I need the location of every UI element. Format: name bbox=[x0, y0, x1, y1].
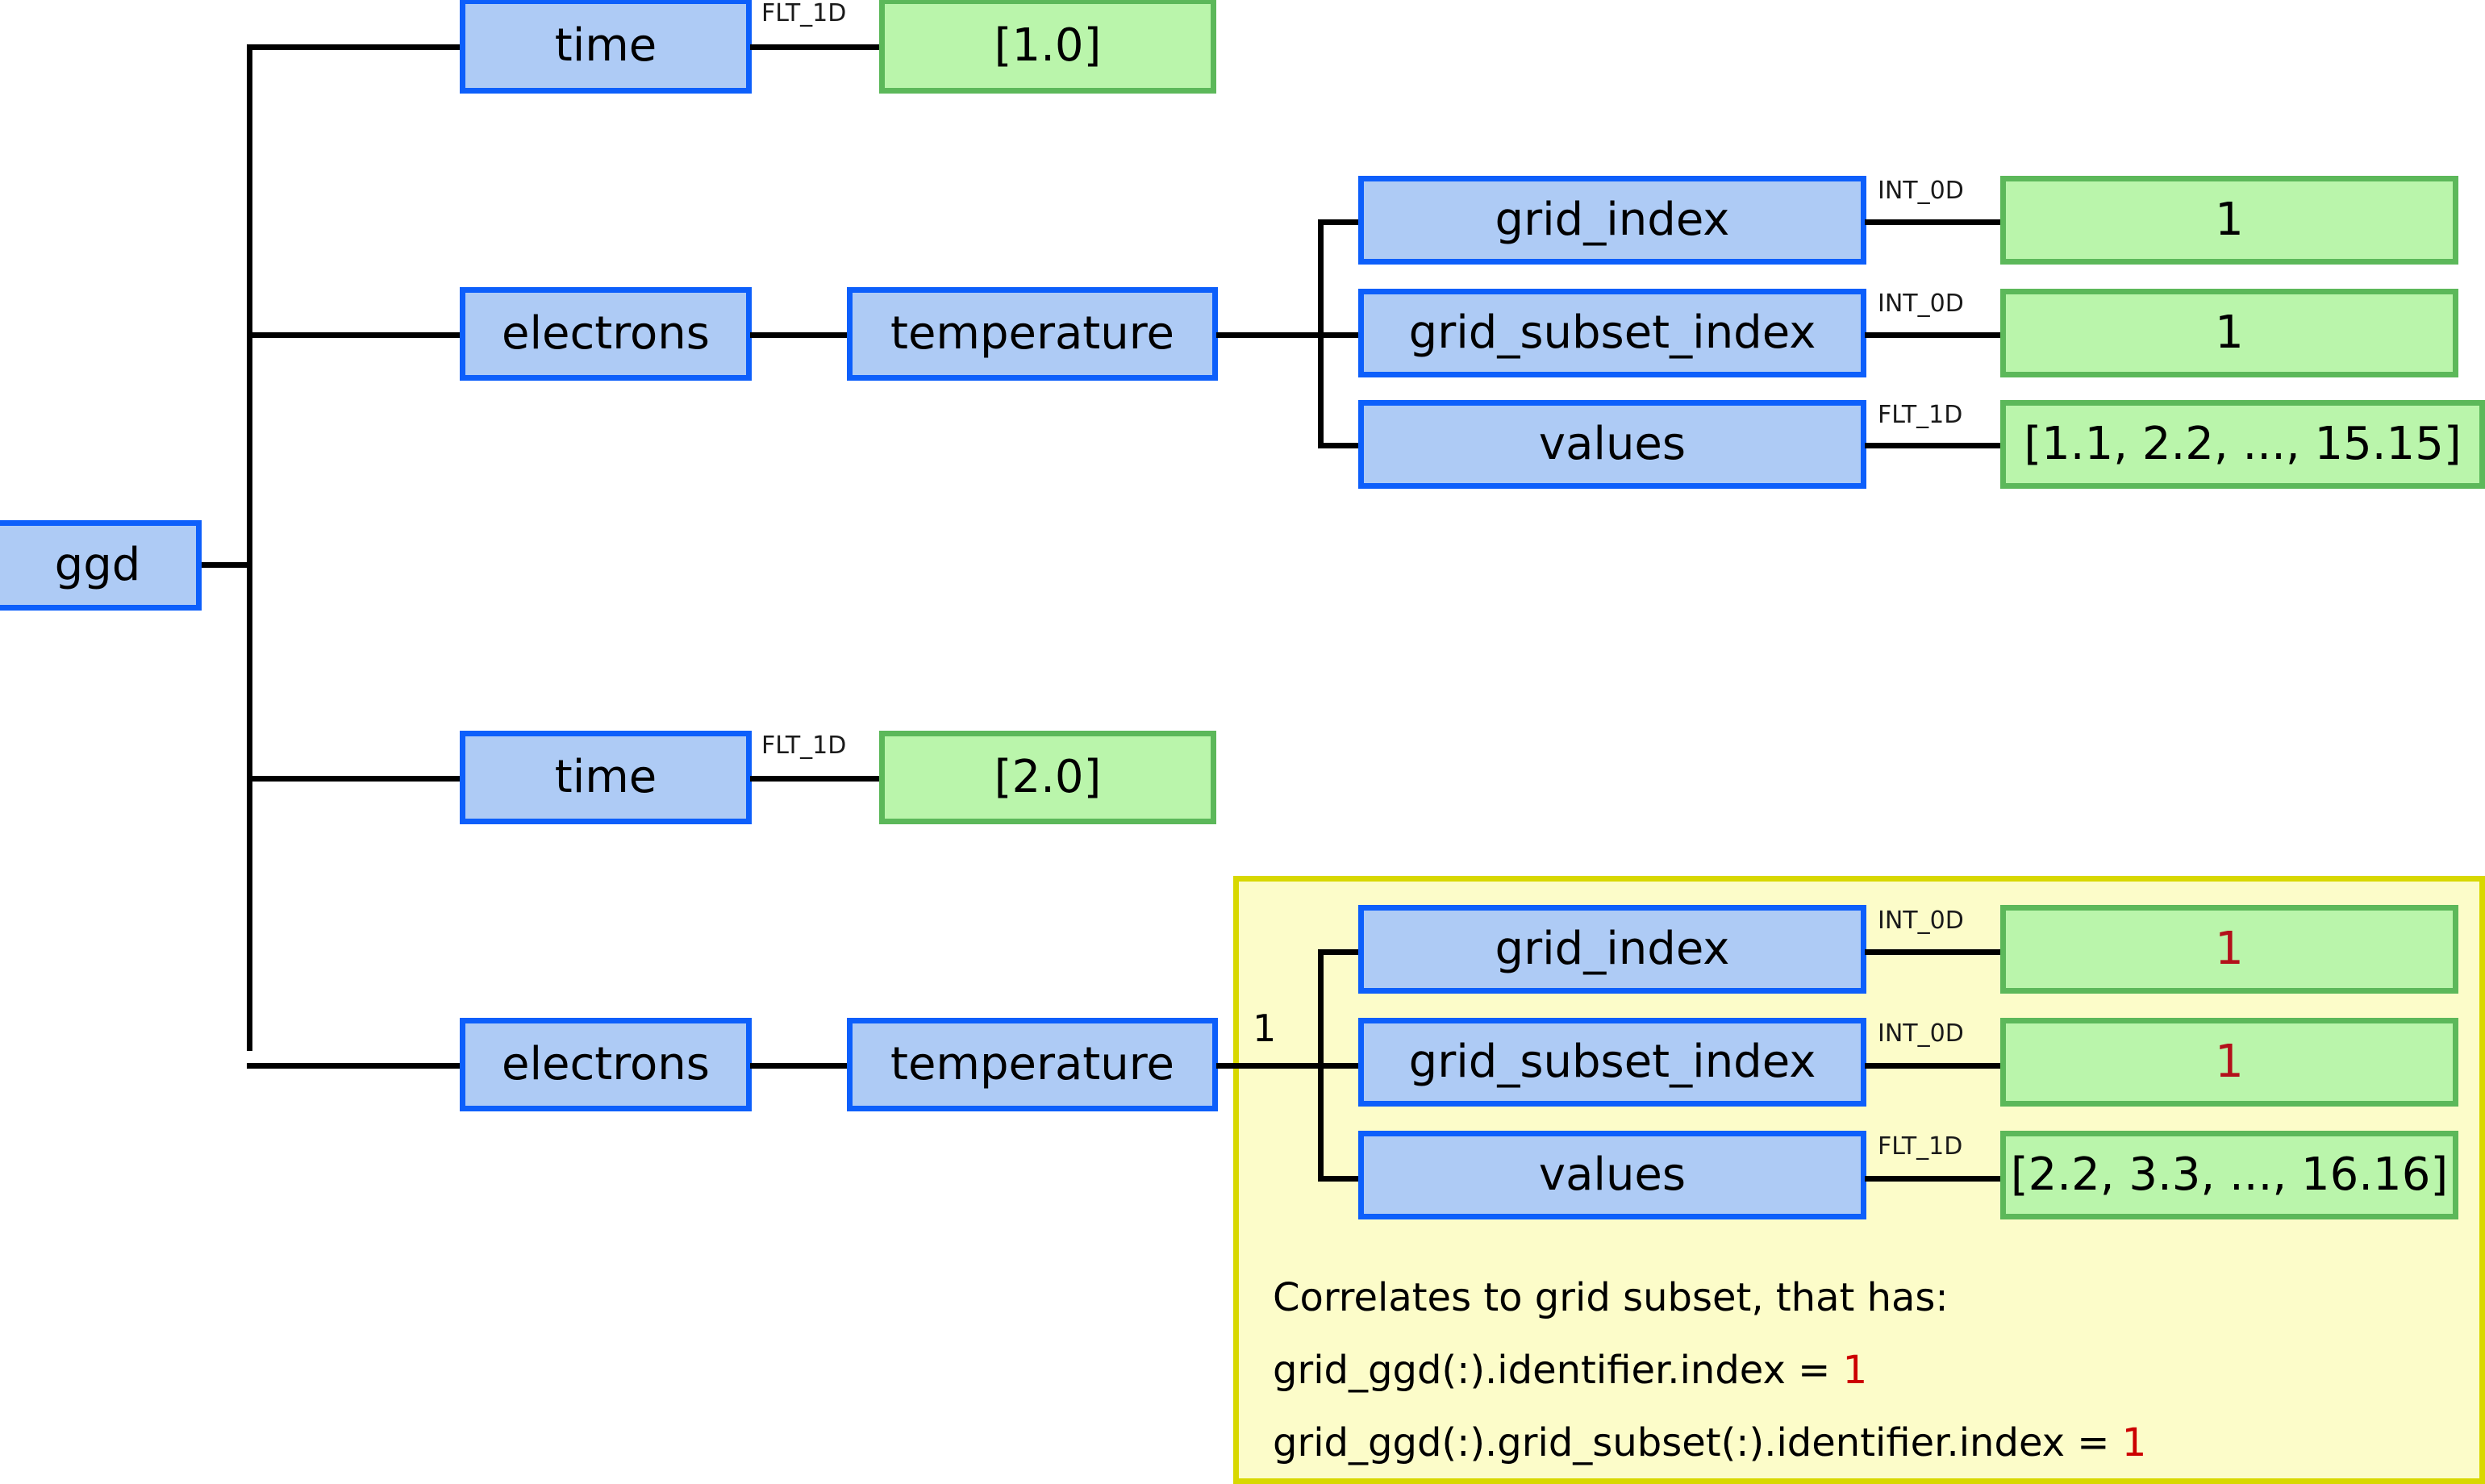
type-label-grid-index-1: INT_0D bbox=[1878, 177, 1964, 205]
node-time-1[interactable]: time bbox=[460, 0, 752, 94]
node-values-1-label: values bbox=[1538, 418, 1687, 470]
edge-electrons-1-to-temperature bbox=[750, 332, 847, 338]
edge-time-2-to-value bbox=[750, 776, 879, 782]
node-values-2-value[interactable]: [2.2, 3.3, ..., 16.16] bbox=[2000, 1131, 2458, 1219]
type-label-values-2: FLT_1D bbox=[1878, 1132, 1963, 1161]
node-grid-index-1-label: grid_index bbox=[1495, 194, 1730, 246]
type-label-time-2: FLT_1D bbox=[761, 732, 847, 760]
edge-root-to-electrons-2 bbox=[247, 1063, 463, 1069]
node-time-1-value[interactable]: [1.0] bbox=[879, 0, 1216, 94]
node-time-1-label: time bbox=[554, 19, 657, 72]
node-grid-index-1[interactable]: grid_index bbox=[1358, 176, 1866, 265]
note-line-3: grid_ggd(:).grid_subset(:).identifier.in… bbox=[1273, 1419, 2146, 1467]
edge-fields-1-to-values bbox=[1318, 443, 1358, 448]
node-time-2-label: time bbox=[554, 751, 657, 803]
edge-root-spine bbox=[247, 44, 252, 1051]
node-time-2-value[interactable]: [2.0] bbox=[879, 731, 1216, 824]
node-grid-index-1-value-text: 1 bbox=[2215, 194, 2244, 246]
edge-root-to-time-2 bbox=[247, 776, 463, 782]
node-time-2[interactable]: time bbox=[460, 731, 752, 824]
note-line-2: grid_ggd(:).identifier.index = 1 bbox=[1273, 1347, 1867, 1394]
node-grid-subset-index-2[interactable]: grid_subset_index bbox=[1358, 1018, 1866, 1107]
edge-values-1-to-value bbox=[1865, 443, 2000, 448]
edge-grid-index-2-to-value bbox=[1865, 949, 2000, 955]
edge-root-to-time-1 bbox=[247, 44, 463, 50]
type-label-grid-subset-index-1: INT_0D bbox=[1878, 290, 1964, 318]
node-electrons-2-label: electrons bbox=[502, 1038, 710, 1090]
edge-values-2-to-value bbox=[1865, 1176, 2000, 1182]
node-temperature-1[interactable]: temperature bbox=[847, 287, 1218, 381]
node-grid-subset-index-1-value-text: 1 bbox=[2215, 306, 2244, 359]
node-grid-subset-index-2-value[interactable]: 1 bbox=[2000, 1018, 2458, 1107]
note-line-2-text: grid_ggd(:).identifier.index = bbox=[1273, 1348, 1843, 1393]
node-grid-index-2[interactable]: grid_index bbox=[1358, 905, 1866, 994]
note-line-3-text: grid_ggd(:).grid_subset(:).identifier.in… bbox=[1273, 1420, 2122, 1465]
node-grid-index-1-value[interactable]: 1 bbox=[2000, 176, 2458, 265]
edge-root-to-electrons-1 bbox=[247, 332, 463, 338]
node-electrons-1[interactable]: electrons bbox=[460, 287, 752, 381]
edge-fields-2-to-grid-subset-index bbox=[1318, 1063, 1358, 1069]
node-grid-subset-index-1-label: grid_subset_index bbox=[1408, 306, 1816, 359]
node-grid-subset-index-2-label: grid_subset_index bbox=[1408, 1036, 1816, 1088]
type-label-time-1: FLT_1D bbox=[761, 0, 847, 27]
node-temperature-1-label: temperature bbox=[890, 307, 1174, 360]
node-temperature-2[interactable]: temperature bbox=[847, 1018, 1218, 1111]
node-ggd[interactable]: ggd bbox=[0, 520, 202, 611]
node-values-1-value[interactable]: [1.1, 2.2, ..., 15.15] bbox=[2000, 400, 2485, 489]
edge-root-stub bbox=[202, 562, 250, 568]
node-ggd-label: ggd bbox=[54, 539, 141, 591]
edge-fields-2-to-values bbox=[1318, 1176, 1358, 1182]
node-grid-index-2-value[interactable]: 1 bbox=[2000, 905, 2458, 994]
node-time-2-value-text: [2.0] bbox=[994, 751, 1102, 803]
edge-time-1-to-value bbox=[750, 44, 879, 50]
edge-fields-1-to-grid-subset-index bbox=[1318, 332, 1358, 338]
node-values-2[interactable]: values bbox=[1358, 1131, 1866, 1219]
edge-grid-subset-index-2-to-value bbox=[1865, 1063, 2000, 1069]
node-electrons-2[interactable]: electrons bbox=[460, 1018, 752, 1111]
edge-temperature-2-stub bbox=[1216, 1063, 1321, 1069]
node-temperature-2-label: temperature bbox=[890, 1038, 1174, 1090]
multiplicity-label-slice-2: 1 bbox=[1253, 1007, 1277, 1050]
edge-fields-1-to-grid-index bbox=[1318, 219, 1358, 225]
node-electrons-1-label: electrons bbox=[502, 307, 710, 360]
node-values-1-value-text: [1.1, 2.2, ..., 15.15] bbox=[2024, 418, 2462, 470]
node-values-2-value-text: [2.2, 3.3, ..., 16.16] bbox=[2010, 1148, 2449, 1201]
node-grid-subset-index-1[interactable]: grid_subset_index bbox=[1358, 289, 1866, 377]
note-line-1: Correlates to grid subset, that has: bbox=[1273, 1275, 1949, 1320]
edge-fields-2-to-grid-index bbox=[1318, 949, 1358, 955]
node-values-1[interactable]: values bbox=[1358, 400, 1866, 489]
node-grid-subset-index-1-value[interactable]: 1 bbox=[2000, 289, 2458, 377]
node-grid-index-2-label: grid_index bbox=[1495, 923, 1730, 975]
type-label-grid-index-2: INT_0D bbox=[1878, 907, 1964, 935]
note-line-3-accent: 1 bbox=[2121, 1420, 2147, 1465]
edge-temperature-1-stub bbox=[1216, 332, 1321, 338]
type-label-values-1: FLT_1D bbox=[1878, 401, 1963, 429]
type-label-grid-subset-index-2: INT_0D bbox=[1878, 1019, 1964, 1048]
node-time-1-value-text: [1.0] bbox=[994, 19, 1102, 72]
node-values-2-label: values bbox=[1538, 1148, 1687, 1201]
edge-grid-subset-index-1-to-value bbox=[1865, 332, 2000, 338]
edge-electrons-2-to-temperature bbox=[750, 1063, 847, 1069]
edge-grid-index-1-to-value bbox=[1865, 219, 2000, 225]
node-grid-subset-index-2-value-text: 1 bbox=[2215, 1036, 2244, 1088]
note-line-2-accent: 1 bbox=[1842, 1348, 1868, 1393]
node-grid-index-2-value-text: 1 bbox=[2215, 923, 2244, 975]
